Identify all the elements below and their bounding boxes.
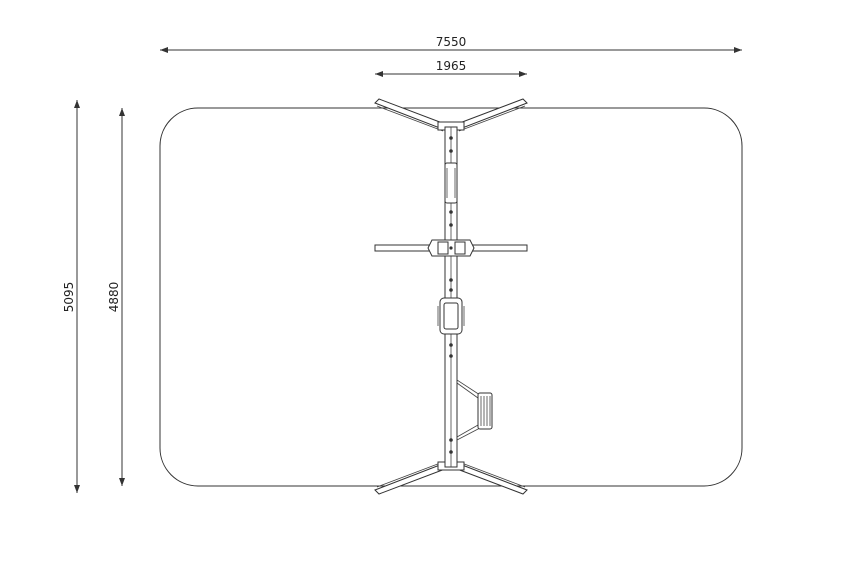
dimension-area-depth: 4880 [107, 108, 125, 486]
dimension-overall-width-label: 7550 [436, 35, 467, 49]
flat-swing-seat-upper [444, 162, 458, 204]
dimension-overall-depth-label: 5095 [62, 282, 76, 313]
top-frame-legs [374, 98, 528, 132]
dimension-frame-width-label: 1965 [436, 59, 467, 73]
dimension-overall-depth: 5095 [62, 100, 80, 493]
dimension-frame-width: 1965 [375, 59, 527, 77]
dimension-overall-width: 7550 [160, 35, 742, 53]
toddler-seat [437, 297, 465, 335]
dimension-area-depth-label: 4880 [107, 282, 121, 313]
beam-bolts [449, 136, 453, 454]
central-beam [444, 126, 458, 468]
cradle-seat [456, 379, 493, 441]
safety-area-outline [159, 107, 743, 487]
central-crossbar [374, 239, 528, 257]
